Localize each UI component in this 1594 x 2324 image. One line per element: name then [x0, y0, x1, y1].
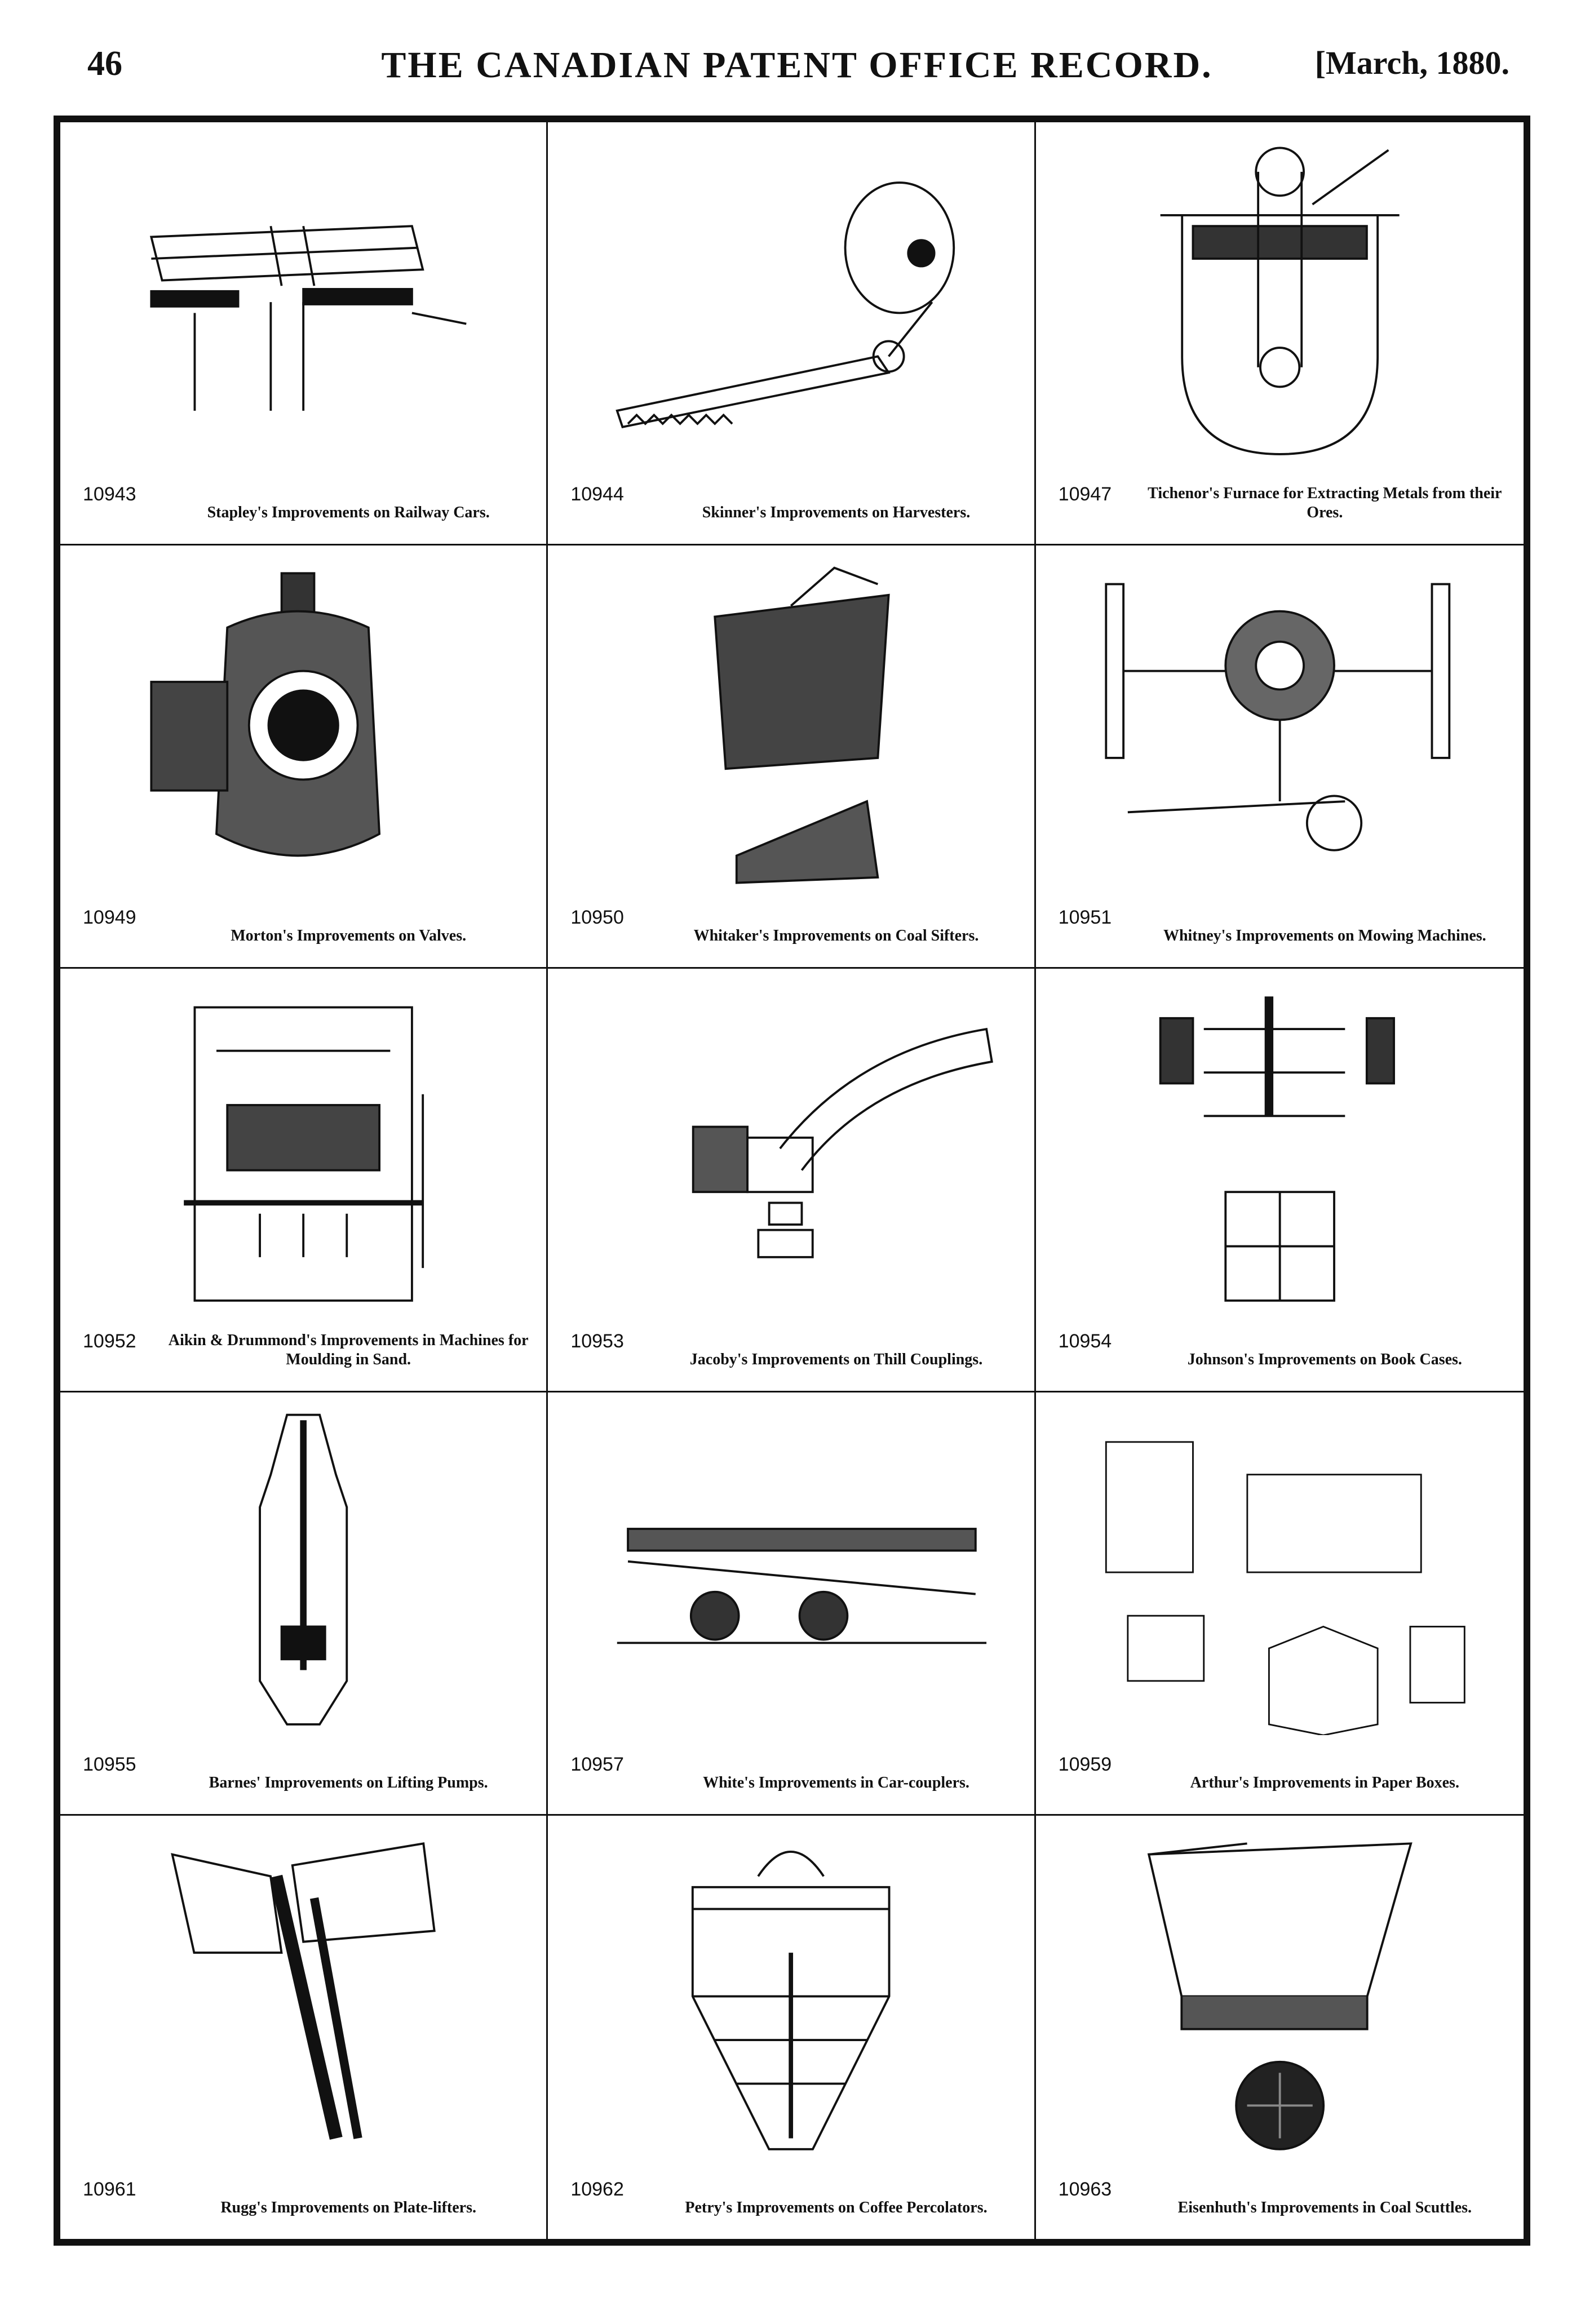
patent-caption: Stapley's Improvements on Railway Cars. [207, 504, 490, 522]
patent-caption: Tichenor's Furnace for Extracting Metals… [1148, 485, 1502, 522]
patent-number: 10963 [1058, 2179, 1112, 2200]
page-number: 46 [87, 45, 122, 83]
patent-number: 10950 [570, 907, 624, 929]
coal-scuttle-drawing [1053, 1833, 1507, 2160]
patent-caption: Skinner's Improvements on Harvesters. [702, 504, 971, 522]
patent-caption: Jacoby's Improvements on Thill Couplings… [689, 1350, 983, 1368]
patent-caption: Eisenhuth's Improvements in Coal Scuttle… [1177, 2199, 1472, 2216]
patent-caption: Petry's Improvements on Coffee Percolato… [685, 2199, 988, 2216]
issue-date: [March, 1880. [1314, 45, 1509, 81]
patent-number: 10957 [570, 1753, 624, 1775]
patent-caption: Aikin & Drummond's Improvements in Machi… [168, 1331, 529, 1368]
patent-caption: Rugg's Improvements on Plate-lifters. [220, 2199, 476, 2216]
patent-number: 10951 [1058, 907, 1112, 929]
plate-lifter-drawing [77, 1833, 529, 2160]
patent-number: 10943 [83, 484, 136, 505]
patent-cell: 10947 Tichenor's Furnace for Extracting M… [1035, 122, 1524, 546]
thill-coupling-drawing [565, 986, 1017, 1311]
patent-caption: Whitaker's Improvements on Coal Sifters. [693, 927, 979, 945]
patent-number: 10953 [570, 1330, 624, 1352]
coffee-percolator-drawing [565, 1833, 1017, 2160]
patent-number: 10947 [1058, 484, 1112, 505]
book-case-drawing [1053, 986, 1507, 1311]
harvester-drawing [565, 139, 1017, 465]
patent-number: 10955 [83, 1753, 136, 1775]
patent-number: 10954 [1058, 1330, 1112, 1352]
coal-sifter-drawing [565, 562, 1017, 888]
car-coupler-drawing [565, 1409, 1017, 1735]
patent-number: 10959 [1058, 1753, 1112, 1775]
patent-caption: Barnes' Improvements on Lifting Pumps. [209, 1773, 488, 1791]
mowing-machine-drawing [1053, 562, 1507, 888]
patent-number: 10949 [83, 907, 136, 929]
patent-number: 10944 [570, 484, 624, 505]
patent-caption: Arthur's Improvements in Paper Boxes. [1190, 1773, 1459, 1791]
patent-caption: White's Improvements in Car-couplers. [703, 1773, 969, 1791]
furnace-drawing [1053, 139, 1507, 465]
patent-number: 10961 [83, 2179, 136, 2200]
patent-number: 10962 [570, 2179, 624, 2200]
publication-title: THE CANADIAN PATENT OFFICE RECORD. [381, 45, 1213, 86]
valve-drawing [77, 562, 529, 888]
patent-caption: Johnson's Improvements on Book Cases. [1187, 1350, 1462, 1368]
moulding-machine-drawing [77, 986, 529, 1311]
patent-cell: 10952 Aikin & Drummond's Improvements in … [60, 969, 548, 1392]
lifting-pump-drawing [77, 1409, 529, 1735]
paper-box-drawing [1053, 1409, 1507, 1736]
patent-caption: Morton's Improvements on Valves. [231, 927, 467, 945]
patent-number: 10952 [83, 1330, 136, 1352]
page-header: 46 THE CANADIAN PATENT OFFICE RECORD. [M… [0, 44, 1594, 100]
railway-car-drawing [77, 139, 529, 465]
patent-caption: Whitney's Improvements on Mowing Machine… [1163, 927, 1486, 945]
